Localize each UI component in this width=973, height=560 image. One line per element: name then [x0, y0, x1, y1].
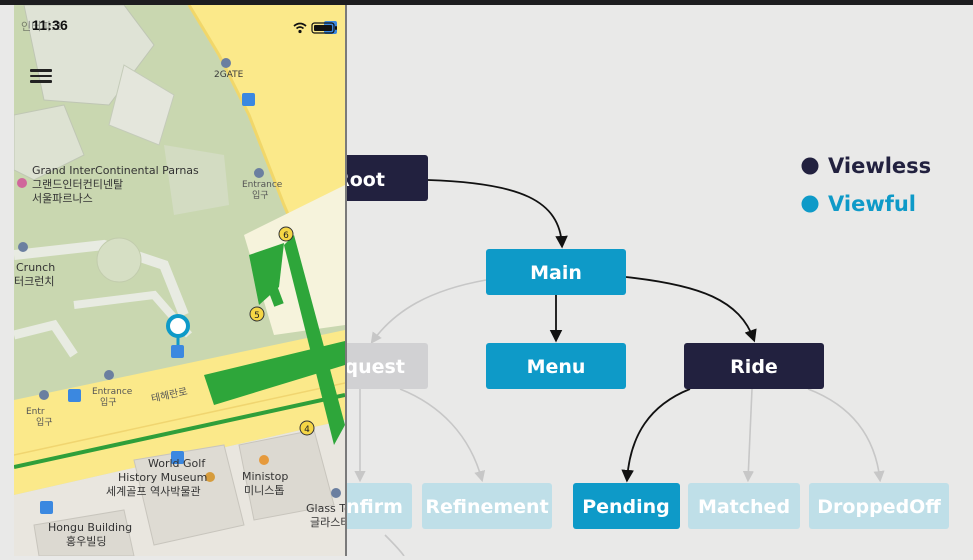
- legend-dot-viewless: [801, 157, 819, 175]
- map-label: History Museum: [118, 471, 207, 484]
- svg-text:5: 5: [254, 311, 260, 321]
- map-label: 2GATE: [214, 70, 244, 80]
- map-label: 미니스톱: [244, 484, 284, 497]
- node-pending-label: Pending: [582, 496, 670, 518]
- map-label: World Golf: [148, 457, 206, 470]
- bus-stop-icon[interactable]: [68, 389, 81, 402]
- hotel-marker-icon: [17, 178, 27, 188]
- node-matched: Matched: [688, 483, 800, 529]
- legend-label-viewless: Viewless: [828, 154, 931, 178]
- map-label: 글라스타: [310, 516, 345, 529]
- map-label: Grand InterContinental Parnas: [32, 164, 199, 177]
- hamburger-menu-icon[interactable]: [30, 66, 52, 86]
- entrance-marker-icon: [254, 168, 264, 178]
- wifi-icon: [293, 22, 307, 34]
- map-label: Entrance: [242, 180, 283, 190]
- node-refinement: Refinement: [422, 483, 552, 529]
- map-label: Ministop: [242, 470, 288, 483]
- screen-divider: [345, 5, 347, 556]
- map-label: 그랜드인터컨티넨탈: [32, 178, 123, 191]
- exit-4-badge: 4: [299, 420, 315, 436]
- node-matched-label: Matched: [698, 496, 790, 518]
- map-view[interactable]: 6 5 4 2GATE Entrance 입구 Grand InterConti…: [14, 5, 345, 556]
- status-time: 11:36: [32, 17, 69, 33]
- battery-icon: [311, 22, 337, 34]
- map-label: 입구: [100, 396, 117, 408]
- node-ride: Ride: [684, 343, 824, 389]
- legend: Viewless Viewful: [801, 154, 931, 216]
- bus-stop-icon[interactable]: [171, 451, 184, 464]
- top-window-bar: [0, 0, 973, 5]
- map-label: Glass To: [306, 502, 345, 515]
- poi-marker-icon: [331, 488, 341, 498]
- entrance-marker-icon: [104, 370, 114, 380]
- phone-map-screen: 6 5 4 2GATE Entrance 입구 Grand InterConti…: [14, 5, 345, 556]
- map-label: 서울파르나스: [32, 192, 93, 205]
- location-pin-icon[interactable]: [166, 314, 190, 347]
- status-carrier-overlay: 인터파크: [21, 21, 62, 33]
- edge-main-request: [370, 279, 487, 344]
- store-marker-icon: [259, 455, 269, 465]
- edge-ride-matched: [742, 388, 754, 483]
- gate-marker-icon: [221, 58, 231, 68]
- edge-request-refinement: [399, 388, 486, 483]
- bus-stop-icon[interactable]: [40, 501, 53, 514]
- bus-stop-icon[interactable]: [242, 93, 255, 106]
- exit-5-badge: 5: [249, 306, 265, 322]
- legend-dot-viewful: [801, 195, 819, 213]
- legend-label-viewful: Viewful: [828, 192, 916, 216]
- node-droppedoff-label: DroppedOff: [817, 496, 941, 518]
- entrance-marker-icon: [39, 390, 49, 400]
- node-pending: Pending: [573, 483, 680, 529]
- node-menu: Menu: [486, 343, 626, 389]
- node-droppedoff: DroppedOff: [809, 483, 949, 529]
- edge-ride-droppedoff: [807, 388, 885, 483]
- map-label: 세계골프 역사박물관: [106, 485, 201, 498]
- status-icons: [293, 22, 337, 34]
- node-main-label: Main: [530, 262, 582, 284]
- map-label: Entrance: [92, 387, 133, 397]
- map-label: Entr: [26, 407, 45, 417]
- poi-marker-icon: [18, 242, 28, 252]
- map-label: 홍우빌딩: [66, 534, 106, 548]
- map-label: Crunch: [16, 261, 55, 274]
- edge-root-main: [427, 179, 568, 249]
- exit-6-badge: 6: [278, 226, 294, 242]
- map-label: 입구: [252, 189, 269, 201]
- node-refinement-label: Refinement: [425, 496, 548, 518]
- svg-text:6: 6: [283, 231, 289, 241]
- edge-confirm-below: [384, 534, 405, 557]
- edge-ride-pending: [621, 388, 691, 483]
- node-root-label: Root: [335, 169, 385, 191]
- museum-marker-icon: [205, 472, 215, 482]
- edge-main-ride: [625, 276, 757, 343]
- svg-text:4: 4: [304, 425, 310, 435]
- node-menu-label: Menu: [527, 356, 586, 378]
- map-label: Hongu Building: [48, 521, 132, 534]
- bus-stop-icon[interactable]: [171, 345, 184, 358]
- map-label: 터크런치: [14, 275, 54, 288]
- map-label: 입구: [36, 416, 53, 428]
- node-main: Main: [486, 249, 626, 295]
- node-ride-label: Ride: [730, 356, 778, 378]
